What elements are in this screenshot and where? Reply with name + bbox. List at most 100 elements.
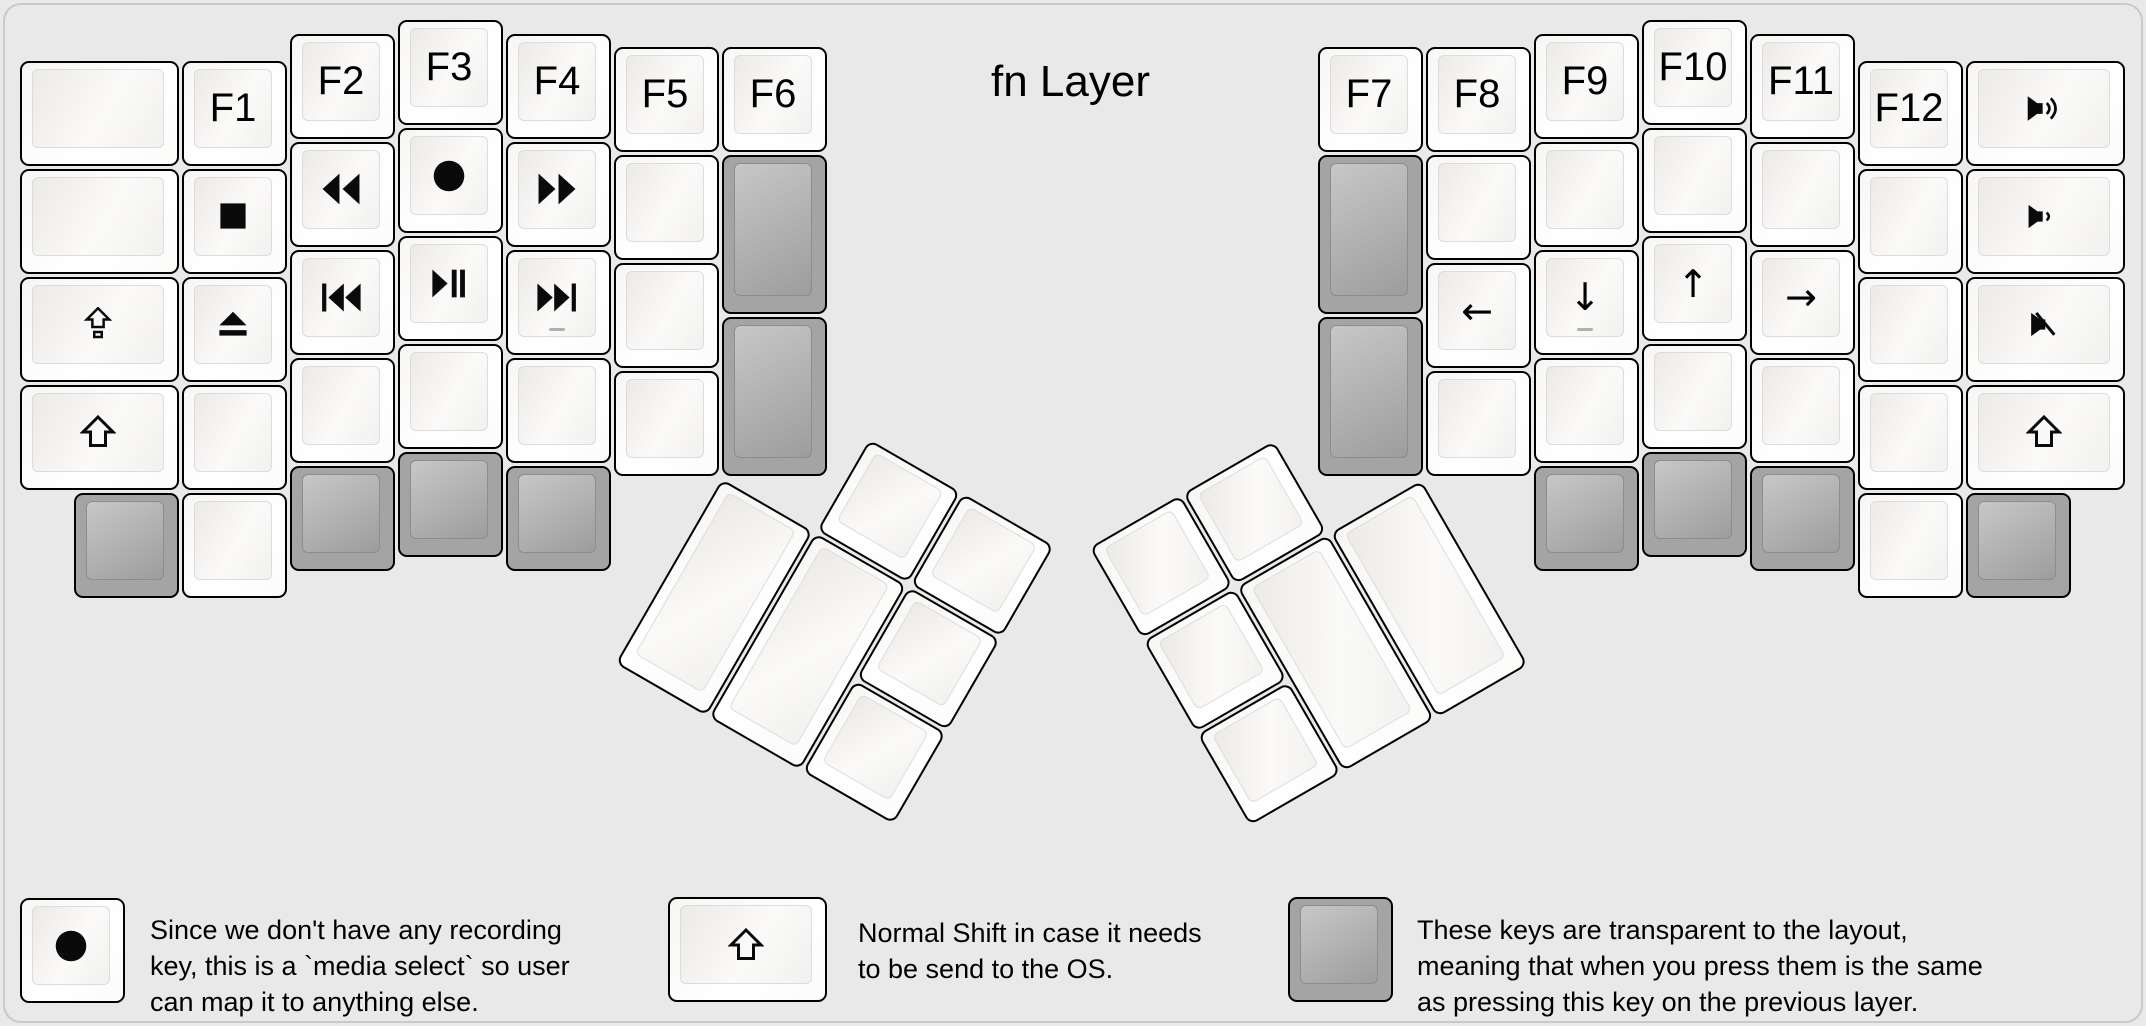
key-transparent-7[interactable] xyxy=(1318,155,1423,314)
legend-key-transparent xyxy=(1288,897,1393,1002)
key-blank-14[interactable] xyxy=(1534,357,1639,463)
key-caps-lock[interactable] xyxy=(20,276,179,382)
key-eject[interactable] xyxy=(182,276,287,382)
legend-text-3-line-3: as pressing this key on the previous lay… xyxy=(1417,987,1919,1017)
key-blank-9-top xyxy=(626,379,704,458)
key-transparent-11[interactable] xyxy=(1750,465,1855,571)
key-blank-2-top xyxy=(32,176,164,256)
key-transparent-5-top xyxy=(410,460,488,539)
key-f12[interactable]: F12 xyxy=(1858,60,1963,166)
key-blank-18[interactable] xyxy=(1750,357,1855,463)
key-arrow-left[interactable]: ← xyxy=(1426,263,1531,368)
key-f6[interactable]: F6 xyxy=(722,47,827,152)
key-blank-3[interactable] xyxy=(182,384,287,490)
legend-text-3-line-1: These keys are transparent to the layout… xyxy=(1417,915,1908,945)
key-stop[interactable] xyxy=(182,168,287,274)
key-blank-5[interactable] xyxy=(398,344,503,449)
key-transparent-2[interactable] xyxy=(722,317,827,476)
key-caps-lock-top xyxy=(32,284,164,364)
key-f9[interactable]: F9 xyxy=(1534,33,1639,139)
key-transparent-5[interactable] xyxy=(398,452,503,557)
key-mute[interactable] xyxy=(1966,276,2125,382)
arrow-right-icon: → xyxy=(1785,275,1817,319)
key-blank-17[interactable] xyxy=(1750,141,1855,247)
key-f1[interactable]: F1 xyxy=(182,60,287,166)
key-blank-4[interactable] xyxy=(290,357,395,463)
arrow-down-icon: ↓ xyxy=(1569,275,1601,319)
legend-text-1-line-1: Since we don't have any recording xyxy=(150,915,562,945)
key-prev-track[interactable] xyxy=(290,249,395,355)
key-f9-top: F9 xyxy=(1546,41,1624,121)
key-blank-15-top xyxy=(1654,136,1732,215)
key-f1-label: F1 xyxy=(209,85,257,130)
key-f8[interactable]: F8 xyxy=(1426,47,1531,152)
prev-track-icon xyxy=(320,282,362,313)
key-shift-left[interactable] xyxy=(20,384,179,490)
key-f4[interactable]: F4 xyxy=(506,33,611,139)
homing-bar xyxy=(1577,327,1593,331)
key-blank-19[interactable] xyxy=(1858,168,1963,274)
key-blank-2[interactable] xyxy=(20,168,179,274)
key-blank-6[interactable] xyxy=(506,357,611,463)
key-arrow-right-top: → xyxy=(1762,257,1840,337)
key-record[interactable] xyxy=(398,128,503,233)
key-f5[interactable]: F5 xyxy=(614,47,719,152)
key-blank-20[interactable] xyxy=(1858,276,1963,382)
key-blank-13[interactable] xyxy=(1534,141,1639,247)
key-blank-17-top xyxy=(1762,149,1840,229)
key-arrow-up[interactable]: ↑ xyxy=(1642,236,1747,341)
key-transparent-11-top xyxy=(1762,473,1840,553)
key-next-track[interactable] xyxy=(506,249,611,355)
key-blank-22[interactable] xyxy=(1858,492,1963,598)
key-shift-right[interactable] xyxy=(1966,384,2125,490)
key-transparent-3[interactable] xyxy=(74,492,179,598)
key-transparent-12[interactable] xyxy=(1966,492,2071,598)
key-f10[interactable]: F10 xyxy=(1642,20,1747,125)
key-fast-forward[interactable] xyxy=(506,141,611,247)
key-eject-top xyxy=(194,284,272,364)
layer-title: fn Layer xyxy=(991,57,1150,106)
legend-text-2-line-1: Normal Shift in case it needs xyxy=(858,918,1202,948)
key-rewind-top xyxy=(302,149,380,229)
key-blank-10[interactable] xyxy=(182,492,287,598)
key-thumb-left-1-top xyxy=(836,452,944,560)
key-blank-15[interactable] xyxy=(1642,128,1747,233)
legend-key-top xyxy=(680,905,812,984)
key-blank-7[interactable] xyxy=(614,155,719,260)
key-volume-up[interactable] xyxy=(1966,60,2125,166)
key-arrow-right[interactable]: → xyxy=(1750,249,1855,355)
key-f2[interactable]: F2 xyxy=(290,33,395,139)
key-blank-21[interactable] xyxy=(1858,384,1963,490)
legend-key-top xyxy=(32,906,110,985)
key-f7[interactable]: F7 xyxy=(1318,47,1423,152)
key-f10-top: F10 xyxy=(1654,28,1732,107)
key-blank-12[interactable] xyxy=(1426,371,1531,476)
key-rewind[interactable] xyxy=(290,141,395,247)
key-f11-top: F11 xyxy=(1762,41,1840,121)
key-blank-9[interactable] xyxy=(614,371,719,476)
key-blank-1[interactable] xyxy=(20,60,179,166)
key-arrow-down[interactable]: ↓ xyxy=(1534,249,1639,355)
key-next-track-top xyxy=(518,257,596,337)
key-transparent-9[interactable] xyxy=(1534,465,1639,571)
key-blank-16-top xyxy=(1654,352,1732,431)
key-prev-track-top xyxy=(302,257,380,337)
key-transparent-6[interactable] xyxy=(506,465,611,571)
key-f11[interactable]: F11 xyxy=(1750,33,1855,139)
key-f8-top: F8 xyxy=(1438,55,1516,134)
key-fast-forward-top xyxy=(518,149,596,229)
key-blank-11[interactable] xyxy=(1426,155,1531,260)
key-volume-down[interactable] xyxy=(1966,168,2125,274)
key-blank-8[interactable] xyxy=(614,263,719,368)
key-blank-16[interactable] xyxy=(1642,344,1747,449)
key-transparent-1[interactable] xyxy=(722,155,827,314)
key-blank-13-top xyxy=(1546,149,1624,229)
key-f3[interactable]: F3 xyxy=(398,20,503,125)
key-play-pause[interactable] xyxy=(398,236,503,341)
key-transparent-8[interactable] xyxy=(1318,317,1423,476)
arrow-left-icon: ← xyxy=(1461,288,1493,333)
key-transparent-4[interactable] xyxy=(290,465,395,571)
key-transparent-10[interactable] xyxy=(1642,452,1747,557)
key-transparent-10-top xyxy=(1654,460,1732,539)
